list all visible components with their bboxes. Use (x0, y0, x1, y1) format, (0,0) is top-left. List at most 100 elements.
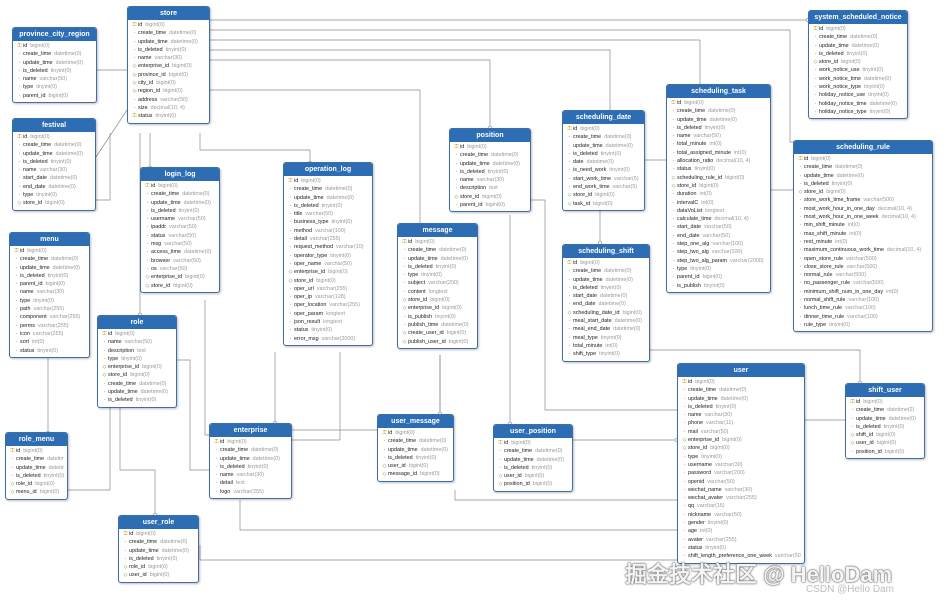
column-type: bigint(0) (115, 331, 135, 337)
table-role-menu[interactable]: role_menu⚿idbigint(0)◦create_timedatetim… (5, 432, 68, 500)
foreign-key-icon: ◇ (132, 80, 137, 87)
column-name: qq (688, 503, 694, 510)
column-type: longtext (323, 319, 342, 326)
column-name: oper_ip (294, 294, 312, 301)
column-icon: ◦ (289, 285, 292, 292)
column-icon: ◦ (814, 50, 817, 57)
foreign-key-icon: ◇ (682, 445, 687, 452)
primary-key-icon: ⚿ (402, 239, 407, 245)
column-type: datetime(0) (719, 387, 747, 394)
column-type: bigint(0) (48, 92, 68, 99)
column-type: datetime(0) (599, 293, 628, 300)
column-icon: ◦ (672, 133, 675, 140)
column-name: end_work_time (573, 184, 610, 191)
column-type: bigint(0) (316, 277, 336, 284)
column-name: id (804, 156, 809, 162)
column-name: create_time (573, 134, 602, 141)
column-type: varchar(50) (39, 76, 68, 83)
column-type: datetime(0) (419, 438, 447, 445)
column-name: user_id (129, 572, 147, 579)
column-type: decimal(10, 4) (877, 205, 912, 212)
column-name: store_id (804, 189, 824, 196)
column-name: city_id (138, 80, 154, 87)
column-type: varchar(50) (177, 216, 206, 223)
column-icon: ◦ (103, 339, 106, 346)
table-title: message (398, 224, 477, 237)
column-name: store_id (408, 297, 428, 304)
column-type: bigint(0) (876, 440, 897, 447)
column-type: varchar(500) (846, 263, 878, 270)
table-title: scheduling_rule (794, 141, 932, 154)
column-type: varchar(30) (154, 55, 183, 62)
column-name: holiday_notice_type (819, 108, 867, 115)
foreign-key-icon: ◇ (567, 200, 572, 207)
column-type: tinyint(0) (600, 284, 622, 291)
column-name: store_id (573, 192, 593, 199)
column-icon: ◦ (799, 321, 802, 328)
column-name: icon (20, 330, 30, 337)
column-type: varchar(10) (335, 244, 364, 251)
column-type: longtext (326, 310, 345, 317)
column-type: datetime(0) (183, 199, 211, 206)
column-icon: ◦ (289, 310, 292, 317)
column-type: tinyint(0) (36, 192, 57, 199)
column-type: bigint(0) (136, 531, 156, 537)
foreign-key-icon: ◇ (123, 572, 128, 579)
column-icon: ◦ (672, 116, 675, 123)
foreign-key-icon: ◇ (402, 305, 407, 312)
table-title: user (678, 364, 804, 377)
column-name: parent_id (20, 281, 43, 288)
column-name: sort (20, 339, 29, 346)
column-type: bigint(0) (328, 269, 348, 276)
column-name: os (151, 265, 157, 272)
foreign-key-icon: ◇ (382, 471, 387, 478)
column-name: is_deleted (16, 472, 41, 479)
column-type: tinyint(0) (435, 263, 457, 270)
column-icon: ◦ (124, 547, 127, 554)
column-name: create_time (23, 142, 52, 149)
column-type: decimal(10, 4) (887, 247, 922, 254)
column-type: tinyint(0) (330, 252, 351, 259)
